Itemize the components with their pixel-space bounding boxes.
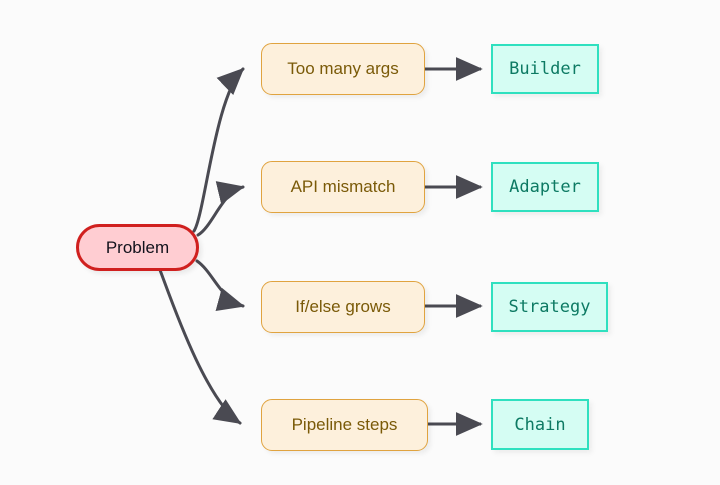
node-problem-root[interactable]: Problem bbox=[76, 224, 199, 271]
edge-root-to-row-2 bbox=[195, 259, 245, 311]
node-problem-api-mismatch[interactable]: API mismatch bbox=[261, 161, 425, 213]
node-pattern-builder[interactable]: Builder bbox=[491, 44, 599, 94]
edge-root-to-row-3 bbox=[158, 268, 242, 425]
node-problem-too-many-args[interactable]: Too many args bbox=[261, 43, 425, 95]
root-to-problem-edges bbox=[158, 67, 245, 425]
edge-root-to-row-0 bbox=[192, 67, 245, 233]
problem-to-pattern-edges bbox=[425, 57, 483, 436]
node-pattern-adapter[interactable]: Adapter bbox=[491, 162, 599, 212]
node-pattern-strategy[interactable]: Strategy bbox=[491, 282, 608, 332]
node-pattern-chain[interactable]: Chain bbox=[491, 399, 589, 450]
node-problem-ifelse-grows[interactable]: If/else grows bbox=[261, 281, 425, 333]
edge-root-to-row-1 bbox=[196, 181, 245, 237]
node-problem-pipeline-steps[interactable]: Pipeline steps bbox=[261, 399, 428, 451]
